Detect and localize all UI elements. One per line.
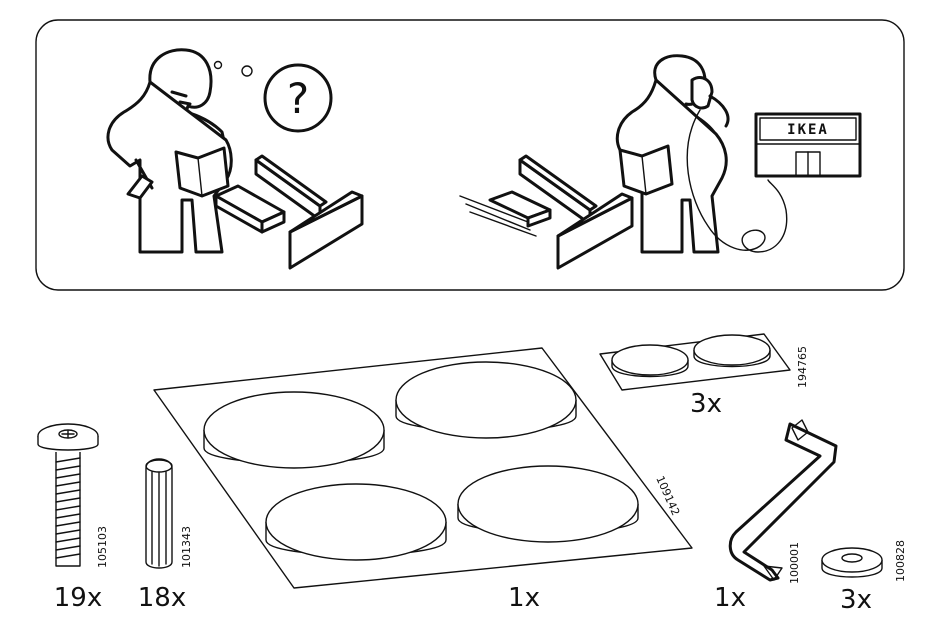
screw-quantity: 19x bbox=[54, 583, 102, 613]
small-pads-part-code: 194765 bbox=[796, 346, 809, 388]
allen-key-quantity: 1x bbox=[714, 583, 746, 613]
furniture-parts-right bbox=[459, 154, 634, 270]
question-mark: ? bbox=[287, 74, 309, 123]
washer-quantity: 3x bbox=[840, 585, 872, 615]
small-pads-quantity: 3x bbox=[690, 389, 722, 419]
furniture-parts-left bbox=[214, 154, 364, 270]
part-washer: 100828 3x bbox=[821, 540, 907, 615]
ikea-store-icon: IKEA bbox=[754, 112, 862, 178]
part-pad-sheet: 109142 1x bbox=[153, 347, 693, 613]
question-bubble-icon bbox=[263, 63, 333, 133]
part-screw: 105103 19x bbox=[37, 423, 109, 613]
part-small-pads: 194765 3x bbox=[599, 333, 809, 419]
washer-part-code: 100828 bbox=[894, 540, 907, 582]
store-sign-text: IKEA bbox=[787, 122, 829, 138]
pad-sheet-quantity: 1x bbox=[508, 583, 540, 613]
help-panel: ? bbox=[35, 19, 905, 291]
help-panel-frame bbox=[35, 19, 905, 291]
part-allen-key: 100001 1x bbox=[714, 419, 838, 613]
man-on-phone-icon bbox=[615, 54, 788, 254]
part-dowel: 101343 18x bbox=[138, 458, 193, 613]
dowel-part-code: 101343 bbox=[180, 526, 193, 568]
allen-key-part-code: 100001 bbox=[788, 542, 801, 584]
screw-part-code: 105103 bbox=[96, 526, 109, 568]
dowel-quantity: 18x bbox=[138, 583, 186, 613]
confused-man-icon: ? bbox=[106, 48, 333, 254]
